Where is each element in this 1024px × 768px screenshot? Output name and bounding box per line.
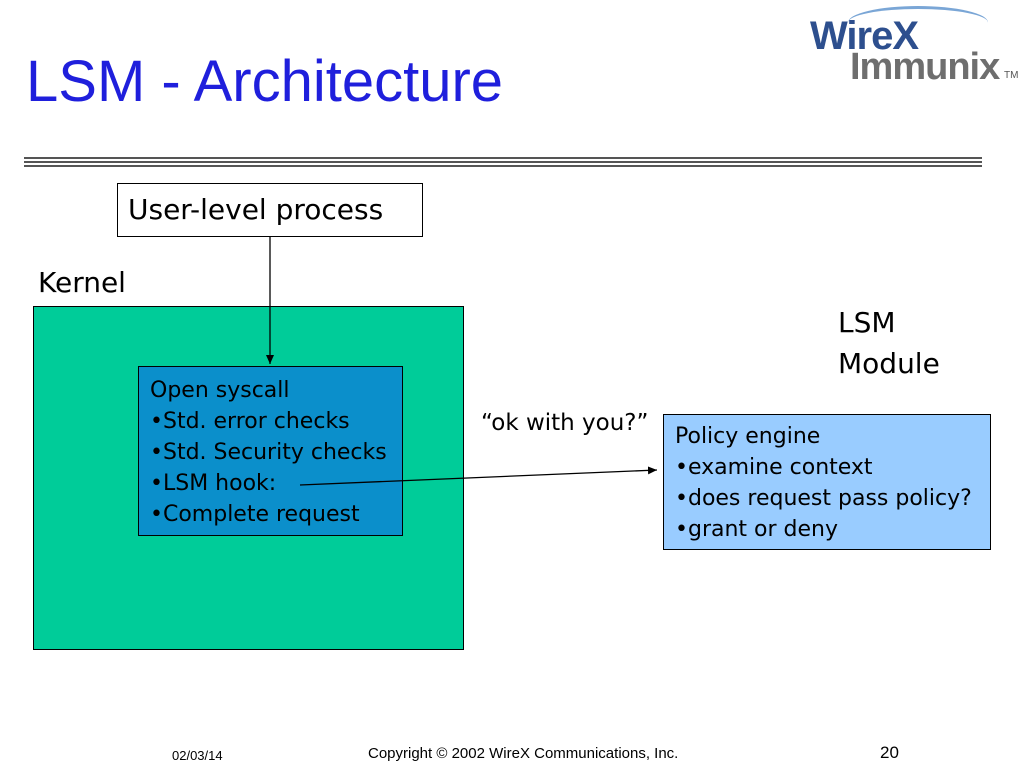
- user-process-label: User-level process: [128, 193, 384, 226]
- open-syscall-text: Open syscall •Std. error checks •Std. Se…: [150, 375, 387, 530]
- policy-engine-text: Policy engine •examine context •does req…: [675, 421, 972, 545]
- title-rule-bottom: [24, 165, 982, 167]
- logo-immunix: Immunix: [850, 46, 1000, 88]
- syscall-item-error-checks: •Std. error checks: [150, 409, 350, 434]
- policy-item-examine-context: •examine context: [675, 455, 873, 480]
- policy-item-grant-deny: •grant or deny: [675, 517, 838, 542]
- footer-date: 02/03/14: [172, 748, 223, 763]
- title-rule-top: [24, 157, 982, 159]
- syscall-heading: Open syscall: [150, 378, 290, 403]
- lsm-module-line1: LSM: [838, 306, 896, 339]
- kernel-label: Kernel: [38, 266, 126, 299]
- page-number: 20: [880, 743, 899, 762]
- policy-engine-box: [663, 414, 991, 550]
- title-rule-middle: [24, 161, 982, 163]
- syscall-item-lsm-hook: •LSM hook:: [150, 471, 277, 496]
- slide-title: LSM - Architecture: [26, 49, 504, 114]
- logo-arc: [848, 6, 988, 39]
- footer-copyright: Copyright © 2002 WireX Communications, I…: [368, 745, 679, 762]
- open-syscall-box: [138, 366, 403, 536]
- lsm-module-label: LSM Module: [838, 302, 940, 384]
- wirex-immunix-logo: WireX Immunix TM: [808, 6, 1019, 88]
- user-process-box: [117, 183, 423, 237]
- syscall-item-security-checks: •Std. Security checks: [150, 440, 387, 465]
- logo-trademark: TM: [1004, 70, 1019, 81]
- policy-item-pass-policy: •does request pass policy?: [675, 486, 972, 511]
- logo-wirex: WireX: [810, 14, 919, 58]
- lsm-module-line2: Module: [838, 347, 940, 380]
- policy-heading: Policy engine: [675, 424, 821, 449]
- ok-with-you-label: “ok with you?”: [481, 410, 649, 436]
- syscall-item-complete-request: •Complete request: [150, 502, 360, 527]
- hook-to-policy-arrow: [299, 466, 658, 486]
